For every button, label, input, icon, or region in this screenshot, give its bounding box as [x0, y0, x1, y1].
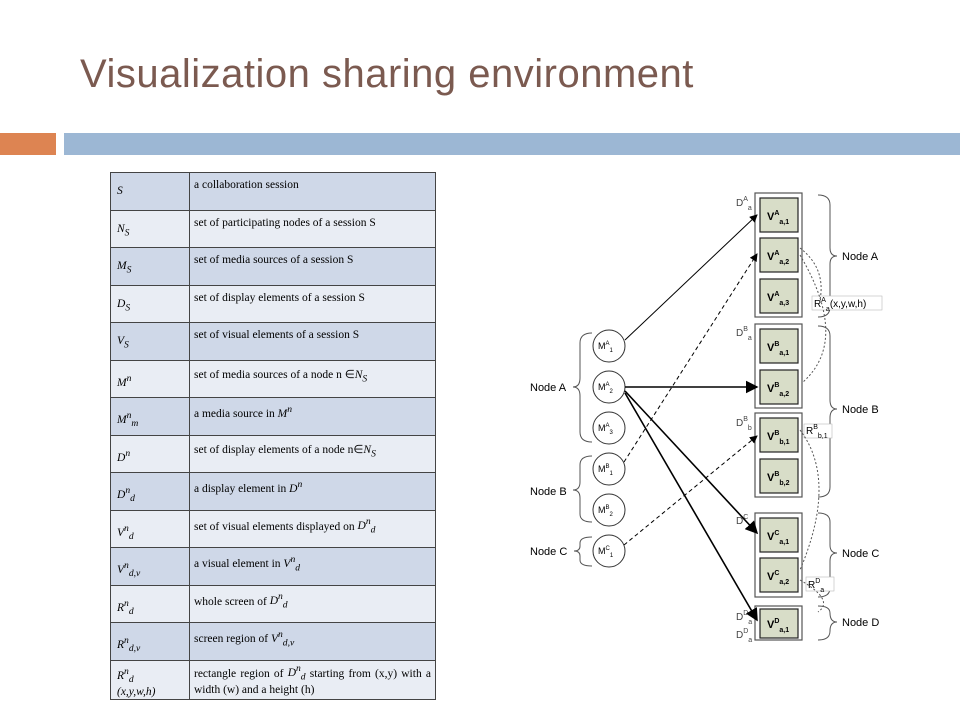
- table-row: Rnd whole screen of Dnd: [110, 584, 436, 623]
- visual-element: VBb,2: [759, 458, 799, 494]
- media-source: MB1: [592, 452, 626, 486]
- display-label: DBa: [736, 326, 752, 342]
- visual-element: VBb,1: [759, 417, 799, 453]
- display-label: DCa: [736, 514, 752, 530]
- region-label-box: [811, 295, 883, 311]
- right-group-label: Node B: [842, 404, 879, 416]
- visual-element: VCa,1: [759, 517, 799, 553]
- visual-element: VBa,1: [759, 328, 799, 364]
- media-source: MA2: [592, 370, 626, 404]
- description-cell: set of participating nodes of a session …: [189, 209, 436, 248]
- table-row: Rnd(x,y,w,h) rectangle region of Dnd sta…: [110, 659, 436, 700]
- region-connector: [799, 579, 824, 613]
- symbol-cell: Vnd,v: [110, 547, 190, 586]
- media-source: MC1: [592, 534, 626, 568]
- right-group-label: Node C: [842, 548, 879, 560]
- visual-element: VAa,1: [759, 197, 799, 233]
- symbol-cell: Rnd,v: [110, 622, 190, 661]
- visual-element: VBa,2: [759, 369, 799, 405]
- table-row: Vnd,v a visual element in Vnd: [110, 547, 436, 586]
- region-connector: [799, 254, 827, 383]
- visual-element: VDa,1: [759, 608, 799, 639]
- description-cell: set of media sources of a node n ∈NS: [189, 359, 436, 398]
- table-row: Mnm a media source in Mn: [110, 397, 436, 436]
- display-label: DBb: [736, 416, 752, 432]
- brace: [817, 194, 838, 318]
- accent-bar-orange: [0, 133, 56, 155]
- region-connector: [799, 429, 820, 571]
- stream-arrow: [624, 214, 758, 341]
- display-element-box: [754, 512, 803, 598]
- symbol-cell: MS: [110, 247, 190, 286]
- symbol-cell: Dn: [110, 434, 190, 473]
- table-row: Dnd a display element in Dn: [110, 472, 436, 511]
- visual-element: VAa,2: [759, 237, 799, 273]
- symbol-cell: Dnd: [110, 472, 190, 511]
- description-cell: a collaboration session: [189, 172, 436, 211]
- description-cell: set of visual elements of a session S: [189, 322, 436, 361]
- display-element-box: [754, 605, 803, 641]
- symbol-cell: NS: [110, 209, 190, 248]
- symbol-cell: Rnd: [110, 584, 190, 623]
- left-group-label: Node B: [530, 486, 567, 498]
- table-row: DS set of display elements of a session …: [110, 284, 436, 323]
- display-label: DAa: [736, 196, 752, 212]
- description-cell: set of display elements of a node n∈NS: [189, 434, 436, 473]
- region-label-box: [805, 576, 835, 592]
- slide-title: Visualization sharing environment: [80, 52, 694, 96]
- table-row: S a collaboration session: [110, 172, 436, 211]
- visual-element: VAa,3: [759, 278, 799, 314]
- display-element-box: [754, 323, 803, 409]
- display-element-box: [754, 412, 803, 498]
- description-cell: a media source in Mn: [189, 397, 436, 436]
- left-group-label: Node C: [530, 546, 567, 558]
- display-label: DDa: [736, 610, 752, 626]
- definitions-table: S a collaboration session NS set of part…: [110, 172, 436, 700]
- table-row: Dn set of display elements of a node n∈N…: [110, 434, 436, 473]
- description-cell: a display element in Dn: [189, 472, 436, 511]
- brace: [817, 325, 838, 498]
- brace: [572, 332, 593, 443]
- stream-arrow: [623, 253, 758, 463]
- media-source: MB2: [592, 493, 626, 527]
- brace: [817, 512, 838, 598]
- description-cell: screen region of Vnd,v: [189, 622, 436, 661]
- description-cell: set of visual elements displayed on Dnd: [189, 509, 436, 548]
- table-row: NS set of participating nodes of a sessi…: [110, 209, 436, 248]
- symbol-cell: Mn: [110, 359, 190, 398]
- right-group-label: Node D: [842, 617, 879, 629]
- symbol-cell: DS: [110, 284, 190, 323]
- display-label: DDa: [736, 628, 752, 644]
- stream-arrow: [624, 392, 758, 622]
- symbol-cell: S: [110, 172, 190, 211]
- symbol-cell: VS: [110, 322, 190, 361]
- table-row: VS set of visual elements of a session S: [110, 322, 436, 361]
- description-cell: a visual element in Vnd: [189, 547, 436, 586]
- description-cell: set of display elements of a session S: [189, 284, 436, 323]
- table-row: MS set of media sources of a session S: [110, 247, 436, 286]
- brace: [573, 536, 593, 567]
- accent-bar-blue: [64, 133, 960, 155]
- region-connector: [799, 247, 822, 301]
- description-cell: whole screen of Dnd: [189, 584, 436, 623]
- media-source: MA1: [592, 329, 626, 363]
- table-row: Mn set of media sources of a node n ∈NS: [110, 359, 436, 398]
- stream-arrow: [624, 390, 759, 535]
- table-row: Rnd,v screen region of Vnd,v: [110, 622, 436, 661]
- right-group-label: Node A: [842, 251, 879, 263]
- symbol-cell: Mnm: [110, 397, 190, 436]
- description-cell: set of media sources of a session S: [189, 247, 436, 286]
- region-label-box: [803, 423, 833, 439]
- symbol-cell: Rnd(x,y,w,h): [110, 659, 190, 700]
- stream-arrow: [623, 435, 758, 546]
- visual-element: VCa,2: [759, 557, 799, 593]
- left-group-label: Node A: [530, 382, 567, 394]
- brace: [572, 455, 593, 523]
- sharing-diagram: VAa,1 VAa,2 VAa,3 VBa,1 VBa,2 VBb,1 VBb,…: [530, 192, 883, 644]
- brace: [817, 605, 838, 641]
- media-source: MA3: [592, 411, 626, 445]
- description-cell: rectangle region of Dnd starting from (x…: [189, 659, 436, 700]
- table-row: Vnd set of visual elements displayed on …: [110, 509, 436, 548]
- symbol-cell: Vnd: [110, 509, 190, 548]
